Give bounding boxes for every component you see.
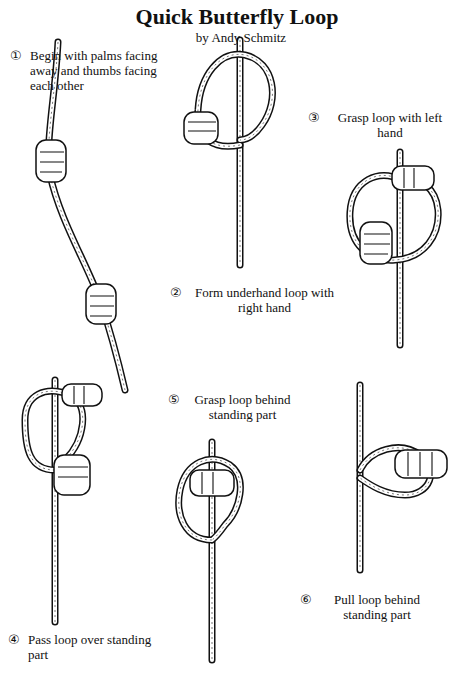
step-text: Grasp loop with left hand bbox=[330, 110, 450, 140]
step-text: Pass loop over standing part bbox=[28, 632, 158, 662]
callout-number: ② bbox=[170, 285, 188, 300]
callout-number: ⑥ bbox=[300, 592, 318, 607]
step-text: Pull loop behind standing part bbox=[322, 592, 432, 622]
callout-number: ③ bbox=[308, 110, 326, 125]
step-text: Begin with palms facing away and thumbs … bbox=[30, 48, 175, 93]
byline: by Andy Schmitz bbox=[4, 30, 474, 45]
callout-number: ④ bbox=[8, 632, 26, 647]
step-text: Grasp loop behind standing part bbox=[190, 392, 295, 422]
title: Quick Butterfly Loop bbox=[0, 4, 474, 30]
hands bbox=[36, 112, 447, 496]
callout-number: ⑤ bbox=[168, 392, 186, 407]
rope bbox=[25, 40, 438, 660]
step-text: Form underhand loop with right hand bbox=[192, 285, 337, 315]
callout-number: ① bbox=[10, 48, 28, 63]
